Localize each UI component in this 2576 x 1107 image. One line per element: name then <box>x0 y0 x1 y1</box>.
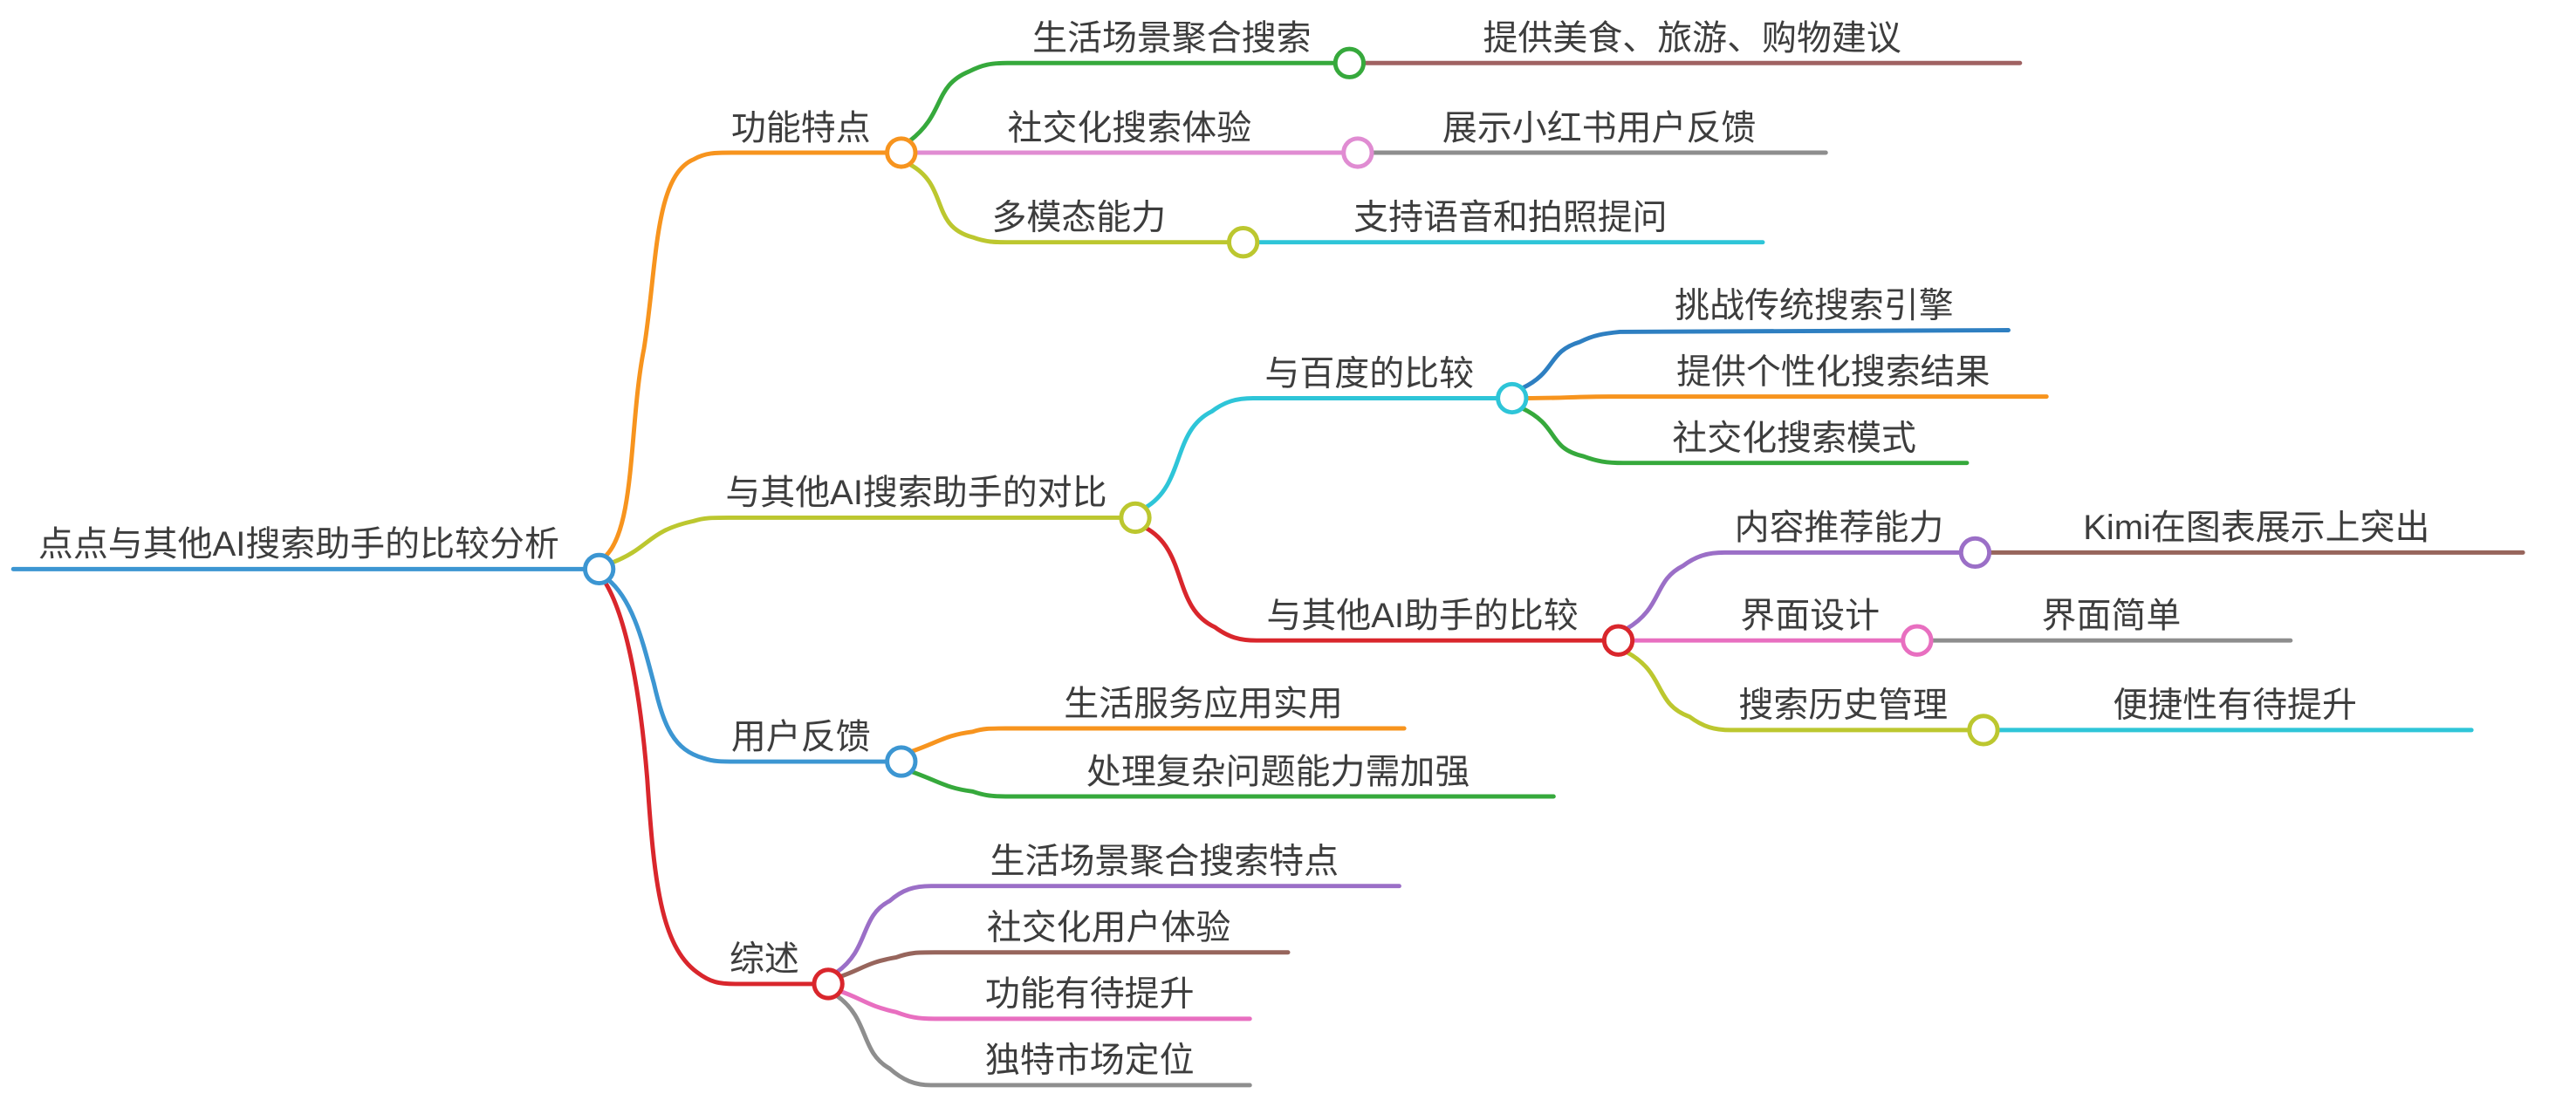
leaf-challenge-traditional-search[interactable]: 挑战传统搜索引擎 <box>1675 287 1954 325</box>
leaf-simple-ui[interactable]: 界面简单 <box>2041 597 2182 636</box>
edge-multimodal-capability <box>907 161 1230 245</box>
expand-handle-comparison[interactable] <box>1119 501 1152 535</box>
leaf-food-travel-shopping-advice[interactable]: 提供美食、旅游、购物建议 <box>1483 19 1901 58</box>
leaf-complex-problems-weak[interactable]: 处理复杂问题能力需加强 <box>1086 753 1470 792</box>
edge-content-recommendation <box>1624 550 1963 632</box>
edge-other-ai-comparison <box>1142 525 1606 643</box>
leaf-kimi-charts[interactable]: Kimi在图表展示上突出 <box>2083 509 2430 548</box>
node-ui-design[interactable]: 界面设计 <box>1740 597 1881 636</box>
edge-comparison <box>610 515 1125 565</box>
expand-handle-social-search-experience[interactable] <box>1341 136 1374 169</box>
edge-life-services-practical <box>908 726 1407 755</box>
edge-user-feedback <box>605 577 889 764</box>
edge-features <box>603 150 889 558</box>
expand-handle-ui-design[interactable] <box>1901 624 1934 657</box>
branch-features[interactable]: 功能特点 <box>730 109 871 148</box>
node-multimodal-capability[interactable]: 多模态能力 <box>991 199 1167 237</box>
edge-complex-problems-weak <box>908 769 1556 799</box>
edge-life-scene-search <box>907 60 1337 144</box>
edge-features-improvement <box>836 988 1252 1022</box>
branch-summary[interactable]: 综述 <box>729 940 799 980</box>
expand-handle-life-scene-search[interactable] <box>1333 46 1367 79</box>
node-other-ai-comparison[interactable]: 与其他AI助手的比较 <box>1266 597 1579 636</box>
edge-personalized-results <box>1524 394 2049 400</box>
expand-handle-root[interactable] <box>583 552 616 586</box>
expand-handle-user-feedback[interactable] <box>885 745 918 778</box>
edge-search-history <box>1624 650 1971 733</box>
root-topic[interactable]: 点点与其他AI搜索助手的比较分析 <box>38 525 559 564</box>
expand-handle-multimodal-capability[interactable] <box>1227 226 1260 259</box>
branch-user-feedback[interactable]: 用户反馈 <box>730 718 871 757</box>
leaf-xiaohongshu-feedback[interactable]: 展示小红书用户反馈 <box>1442 109 1757 148</box>
leaf-convenience-improvement[interactable]: 便捷性有待提升 <box>2113 687 2357 726</box>
node-search-history[interactable]: 搜索历史管理 <box>1738 687 1949 726</box>
leaf-life-scene-feature[interactable]: 生活场景聚合搜索特点 <box>990 843 1339 881</box>
node-baidu-comparison[interactable]: 与百度的比较 <box>1264 355 1475 393</box>
expand-handle-content-recommendation[interactable] <box>1958 536 1992 570</box>
expand-handle-baidu-comparison[interactable] <box>1496 381 1529 415</box>
leaf-voice-photo-questions[interactable]: 支持语音和拍照提问 <box>1353 199 1668 237</box>
edge-summary <box>601 578 816 987</box>
expand-handle-search-history[interactable] <box>1967 714 2000 747</box>
leaf-unique-positioning[interactable]: 独特市场定位 <box>984 1042 1195 1081</box>
node-content-recommendation[interactable]: 内容推荐能力 <box>1734 509 1944 548</box>
leaf-features-improvement[interactable]: 功能有待提升 <box>984 975 1195 1015</box>
node-life-scene-search[interactable]: 生活场景聚合搜索 <box>1032 19 1312 58</box>
leaf-personalized-results[interactable]: 提供个性化搜索结果 <box>1676 353 1990 392</box>
branch-comparison[interactable]: 与其他AI搜索助手的对比 <box>725 474 1107 513</box>
expand-handle-summary[interactable] <box>812 967 845 1001</box>
edge-social-user-experience <box>836 950 1291 980</box>
edge-life-scene-feature <box>834 884 1401 975</box>
expand-handle-features[interactable] <box>885 136 918 169</box>
leaf-social-search-mode[interactable]: 社交化搜索模式 <box>1672 420 1916 458</box>
leaf-social-user-experience[interactable]: 社交化用户体验 <box>986 909 1231 948</box>
expand-handle-other-ai-comparison[interactable] <box>1601 624 1635 657</box>
edge-unique-positioning <box>834 993 1252 1088</box>
edge-challenge-traditional-search <box>1519 328 2011 391</box>
node-social-search-experience[interactable]: 社交化搜索体验 <box>1007 109 1252 148</box>
edge-social-search-mode <box>1519 406 1970 466</box>
leaf-life-services-practical[interactable]: 生活服务应用实用 <box>1064 685 1343 724</box>
edge-baidu-comparison <box>1142 396 1500 510</box>
